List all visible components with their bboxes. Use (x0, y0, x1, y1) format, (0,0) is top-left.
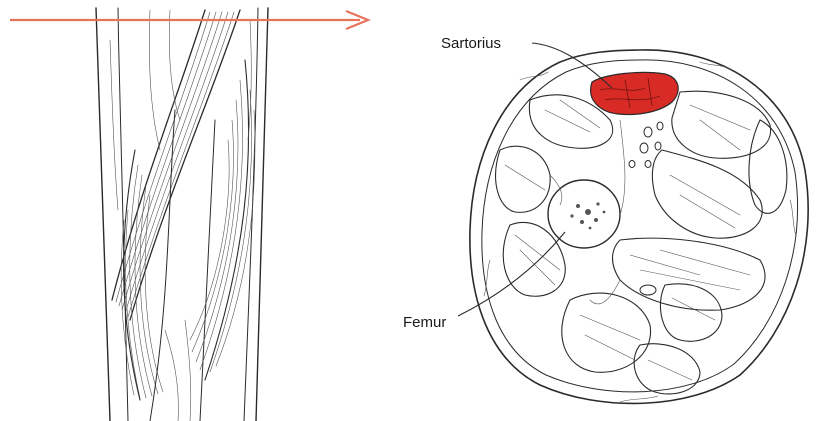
femur-leader-line (458, 232, 565, 316)
femur-label: Femur (403, 314, 446, 331)
thigh-outline-left (96, 8, 110, 421)
thigh-outline-right (256, 8, 268, 421)
section-plane-arrow (10, 11, 368, 29)
sartorius-callout: Sartorius (441, 35, 612, 88)
neurovascular-bundle (629, 122, 663, 168)
lateral-muscle-group (190, 60, 255, 380)
femur-callout: Femur (403, 232, 565, 331)
sartorius-label: Sartorius (441, 35, 501, 52)
sartorius-muscle (591, 72, 679, 114)
sartorius-strap (112, 10, 240, 320)
thigh-cross-section (470, 50, 808, 404)
thigh-longitudinal-view (96, 8, 268, 421)
femur-bone (548, 180, 620, 248)
posterior-compartment (562, 284, 722, 394)
